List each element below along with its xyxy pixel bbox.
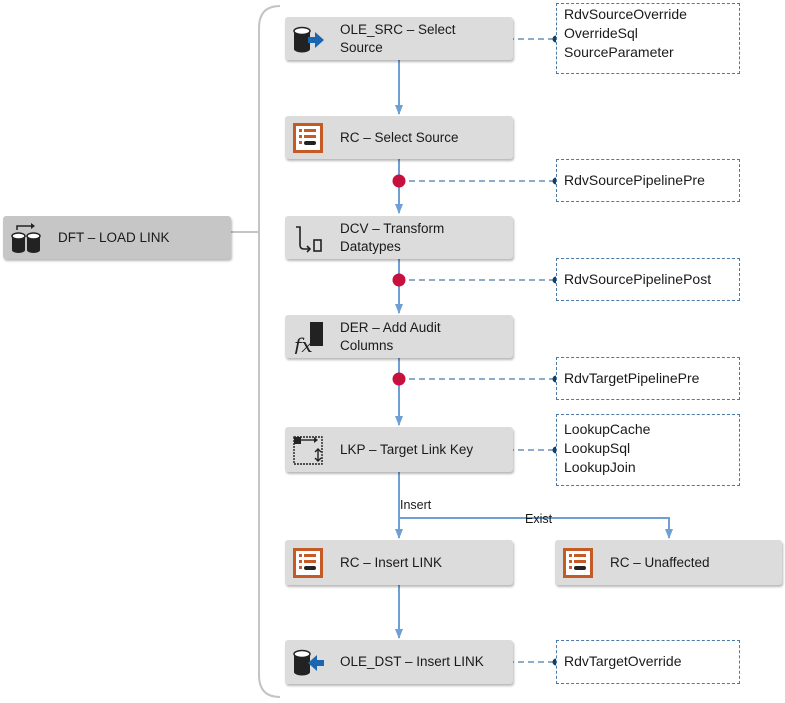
parameter-item: RdvSourcePipelinePre [564, 172, 705, 188]
path-label-exist: Exist [525, 512, 553, 526]
source-parameters-box: RdvSourceOverride OverrideSql SourcePara… [556, 3, 740, 74]
dft-load-link-task[interactable]: DFT – LOAD LINK [3, 216, 231, 259]
parameter-item: RdvTargetOverride [564, 653, 682, 669]
rc-select-source-label: RC – Select Source [340, 129, 459, 145]
database-transfer-icon [11, 222, 41, 253]
target-override-parameter-box: RdvTargetOverride [556, 640, 740, 684]
parameter-item: SourceParameter [564, 44, 674, 60]
pipeline-post-parameter-box: RdvSourcePipelinePost [556, 258, 740, 301]
parameter-item: LookupSql [564, 440, 631, 456]
parameter-item: LookupJoin [564, 459, 636, 475]
parameter-item: LookupCache [564, 421, 651, 437]
derived-column-icon: fx [292, 321, 323, 354]
parameter-item: RdvTargetPipelinePre [564, 370, 700, 386]
flow-arrow-exist [399, 517, 673, 539]
ole-dst-component[interactable]: OLE_DST – Insert LINK [285, 640, 513, 684]
pipeline-pre-parameter-box: RdvSourcePipelinePre [556, 159, 740, 202]
rc-unaffected-label: RC – Unaffected [610, 554, 710, 570]
rc-insert-link-label: RC – Insert LINK [340, 554, 443, 570]
ole-destination-icon [293, 649, 324, 676]
rc-select-source-component[interactable]: RC – Select Source [285, 116, 513, 159]
row-count-icon [293, 122, 323, 153]
ole-source-icon [293, 26, 324, 52]
group-bracket [258, 5, 281, 698]
data-conversion-icon [296, 225, 322, 253]
lkp-component[interactable]: LKP – Target Link Key [285, 427, 513, 472]
path-label-insert: Insert [400, 498, 432, 512]
rc-insert-link-component[interactable]: RC – Insert LINK [285, 540, 513, 585]
lkp-label: LKP – Target Link Key [340, 441, 474, 457]
rc-unaffected-component[interactable]: RC – Unaffected [555, 540, 782, 585]
parameter-item: RdvSourceOverride [564, 6, 687, 22]
property-dot-pipeline-pre [392, 174, 406, 188]
ole-dst-label: OLE_DST – Insert LINK [340, 654, 484, 669]
dft-label: DFT – LOAD LINK [58, 229, 170, 245]
parameter-item: RdvSourcePipelinePost [564, 271, 712, 287]
parameter-item: OverrideSql [564, 25, 638, 41]
row-count-icon [563, 547, 593, 578]
property-dot-pipeline-post [392, 273, 406, 287]
lookup-icon [293, 435, 323, 465]
svg-text:fx: fx [292, 333, 313, 354]
row-count-icon [293, 547, 323, 578]
target-pre-parameter-box: RdvTargetPipelinePre [556, 357, 740, 400]
property-dot-target-pre [392, 372, 406, 386]
lookup-parameters-box: LookupCache LookupSql LookupJoin [556, 414, 740, 486]
